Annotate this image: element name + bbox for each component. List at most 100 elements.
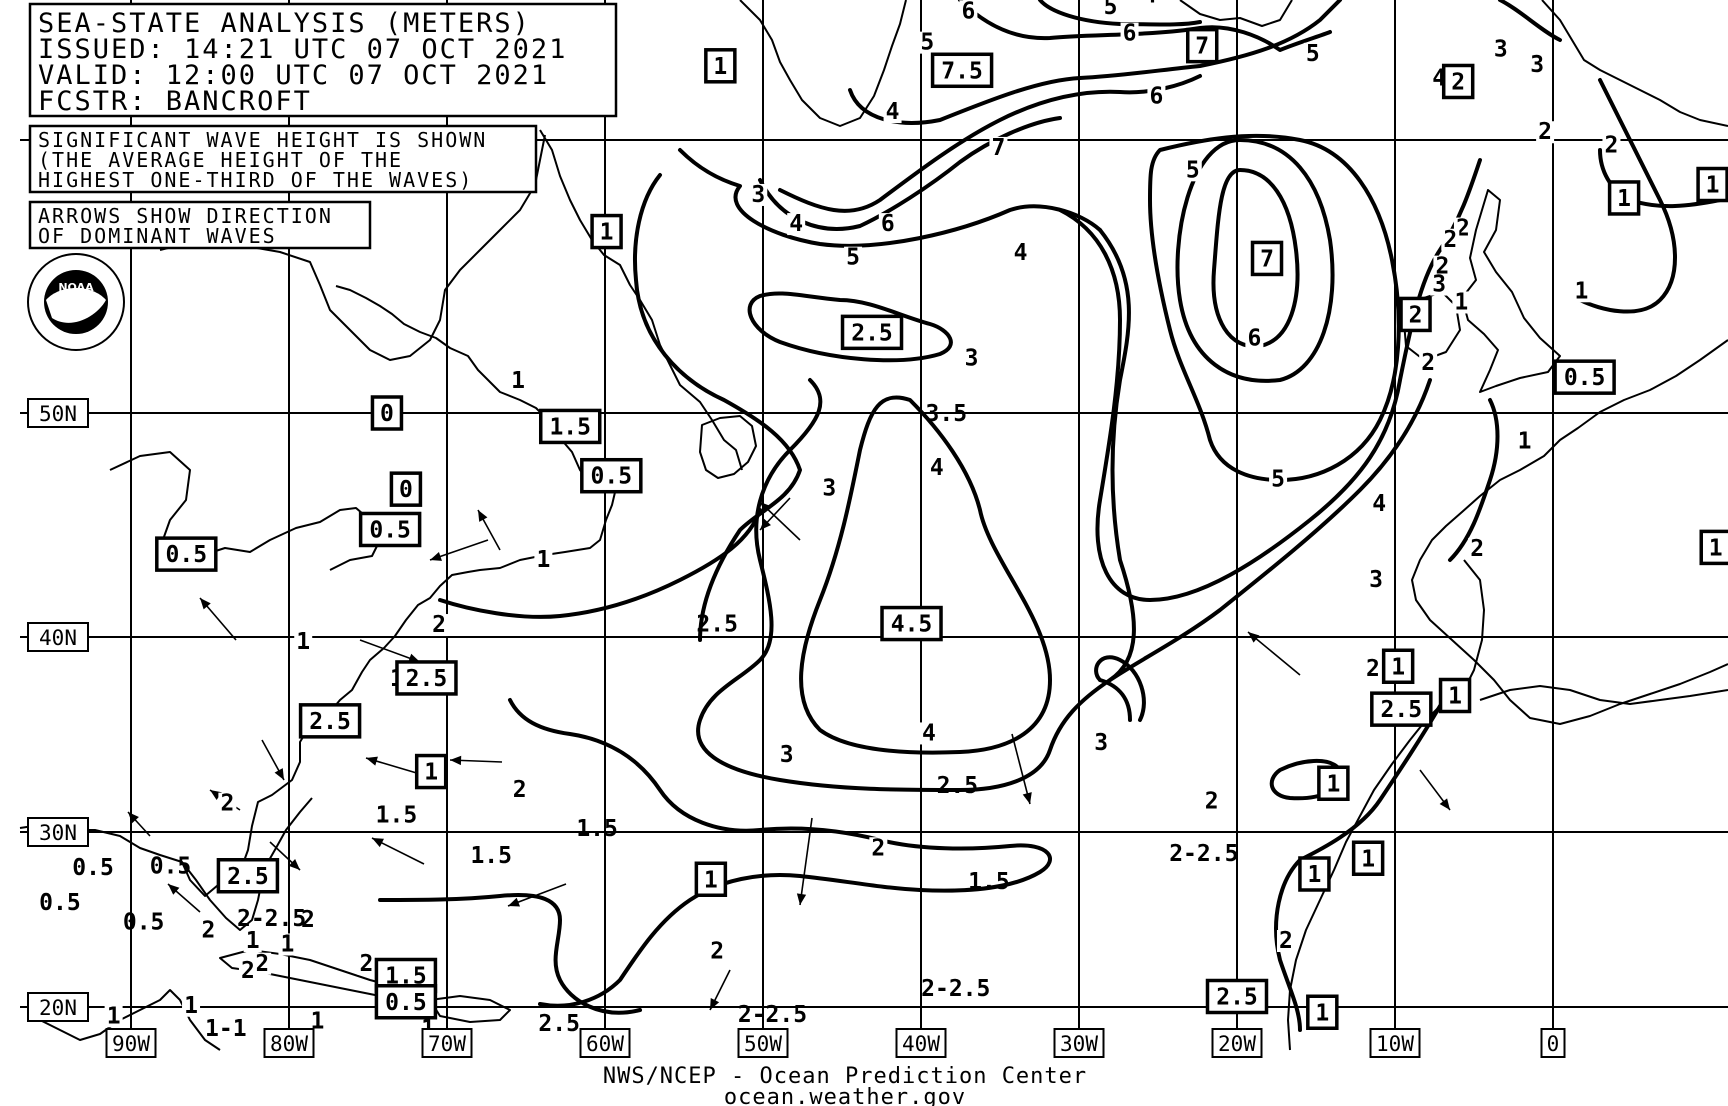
wave-direction-arrowhead: [760, 502, 772, 514]
longitude-label-frame: [263, 1028, 315, 1058]
contour-label: 2: [255, 951, 269, 977]
wave-height-note-line-3: HIGHEST ONE-THIRD OF THE WAVES): [38, 168, 473, 192]
contour-label: 3: [822, 475, 836, 501]
longitude-label: 10W: [1369, 1028, 1421, 1058]
longitude-label: 30W: [1053, 1028, 1105, 1058]
boxed-label-text: 4.5: [891, 612, 933, 638]
boxed-sea-state-label: 0: [370, 395, 404, 431]
contour-7-north: [848, 0, 1342, 125]
contour-2-subtropical: [508, 698, 1052, 1008]
wave-direction-arrowhead: [200, 598, 211, 610]
wave-direction-arrowhead: [128, 812, 139, 824]
contour-label: 1: [107, 1003, 121, 1029]
boxed-sea-state-label: 7: [1185, 27, 1219, 64]
contour-label: 5: [1271, 466, 1285, 492]
sea-state-text-labels: 3.52.52.51.51.51.51.51.52-2.52-2.52-2.52…: [39, 401, 1238, 1042]
contour-label: 3: [1369, 567, 1383, 593]
sea-state-label: 0.5: [39, 890, 81, 916]
contour-label-knockout: [1536, 121, 1555, 144]
arrows-note-frame: [28, 200, 372, 250]
coast-mediterranean: [1479, 685, 1728, 705]
boxed-sea-state-label: 1: [694, 861, 728, 897]
latitude-label-text: 40N: [39, 626, 77, 650]
longitude-label: 40W: [895, 1028, 947, 1058]
contour-label: 6: [881, 211, 895, 237]
longitude-label-frame: [1369, 1028, 1421, 1058]
header-box: SEA-STATE ANALYSIS (METERS) ISSUED: 14:2…: [28, 2, 618, 118]
longitude-label-text: 60W: [586, 1032, 624, 1056]
longitude-label: 50W: [737, 1028, 789, 1058]
contour-label: 5: [1104, 0, 1118, 20]
boxed-label-frame: [1381, 648, 1415, 684]
boxed-label-frame: [1306, 994, 1339, 1030]
wave-direction-arrowhead: [710, 998, 720, 1010]
sea-state-label: 0.5: [123, 909, 165, 935]
longitude-label-frame: [1211, 1028, 1263, 1058]
contour-label-knockout: [777, 743, 796, 766]
contour-6-mid: [778, 74, 1202, 213]
longitude-label-text: 30W: [1060, 1032, 1098, 1056]
contour-1-europe: [1448, 398, 1500, 562]
contour-label-knockout: [1370, 493, 1389, 516]
contour-label-knockout: [1419, 351, 1438, 374]
contour-label: 1: [1518, 428, 1532, 454]
contour-label: 4: [922, 720, 936, 746]
contour-label: 5: [846, 245, 860, 271]
latitude-label-text: 30N: [39, 821, 77, 845]
contour-label-knockout: [927, 457, 946, 480]
contour-label: 1: [536, 547, 550, 573]
contour-label-knockout: [1202, 790, 1221, 813]
boxed-sea-state-label: 1: [1696, 166, 1728, 203]
contour-label-knockout: [1491, 38, 1510, 61]
contour-label-knockout: [869, 837, 888, 860]
wave-direction-arrowhead: [1248, 632, 1260, 643]
boxed-sea-state-label: 0: [389, 471, 423, 507]
contour-label: 3: [1494, 36, 1508, 62]
wave-height-note-frame: [28, 124, 538, 194]
boxed-label-frame: [298, 703, 362, 739]
coast-florida: [181, 797, 313, 931]
latitude-label-frame: [27, 398, 89, 428]
coast-central-america: [39, 989, 221, 1051]
contour-label-knockout: [357, 952, 376, 975]
wave-direction-arrowhead: [1022, 792, 1032, 804]
boxed-label-text: 0: [380, 401, 394, 427]
boxed-label-text: 0.5: [166, 542, 208, 568]
boxed-sea-state-label: 4.5: [880, 605, 943, 642]
boxed-label-text: 0.5: [1564, 365, 1606, 391]
boxed-label-text: 2.5: [1381, 697, 1423, 723]
contour-label: 2: [710, 939, 724, 965]
wave-direction-arrowhead: [478, 510, 488, 522]
coast-greenland: [739, 0, 907, 127]
contour-3-central: [696, 228, 1136, 792]
contour-label: 2: [359, 951, 373, 977]
latitude-label-text: 50N: [39, 402, 77, 426]
boxed-sea-state-label: 1: [1438, 677, 1472, 714]
contour-3-iceland-east: [1498, 0, 1562, 42]
boxed-label-frame: [1370, 691, 1433, 727]
contour-label: 2: [1456, 216, 1470, 242]
contour-label-knockout: [962, 347, 981, 370]
boxed-label-frame: [216, 858, 280, 894]
boxed-label-frame: [1696, 166, 1728, 203]
arrows-note-line-1: ARROWS SHOW DIRECTION: [38, 204, 333, 228]
latitude-label-frame: [27, 992, 89, 1022]
header-forecaster: FCSTR: BANCROFT: [38, 86, 312, 117]
longitude-label-text: 70W: [428, 1032, 466, 1056]
wave-direction-arrow: [1011, 733, 1031, 805]
boxed-label-frame: [694, 861, 728, 897]
contour-label: 6: [1149, 83, 1163, 109]
longitude-label-text: 40W: [902, 1032, 940, 1056]
contour-label-knockout: [104, 1005, 123, 1028]
sea-state-label: 2.5: [696, 612, 738, 638]
boxed-sea-state-label: 2.5: [216, 858, 280, 894]
coast-norway: [1541, 0, 1728, 127]
contour-5-center: [1148, 133, 1401, 482]
contour-label-knockout: [243, 930, 262, 952]
boxed-label-frame: [704, 48, 737, 84]
latitude-label: 40N: [27, 622, 89, 652]
contour-label-knockout: [1101, 0, 1120, 18]
coast-newfoundland: [699, 415, 757, 479]
contour-label-knockout: [510, 779, 529, 801]
boxed-sea-state-label: 2: [1399, 296, 1432, 333]
